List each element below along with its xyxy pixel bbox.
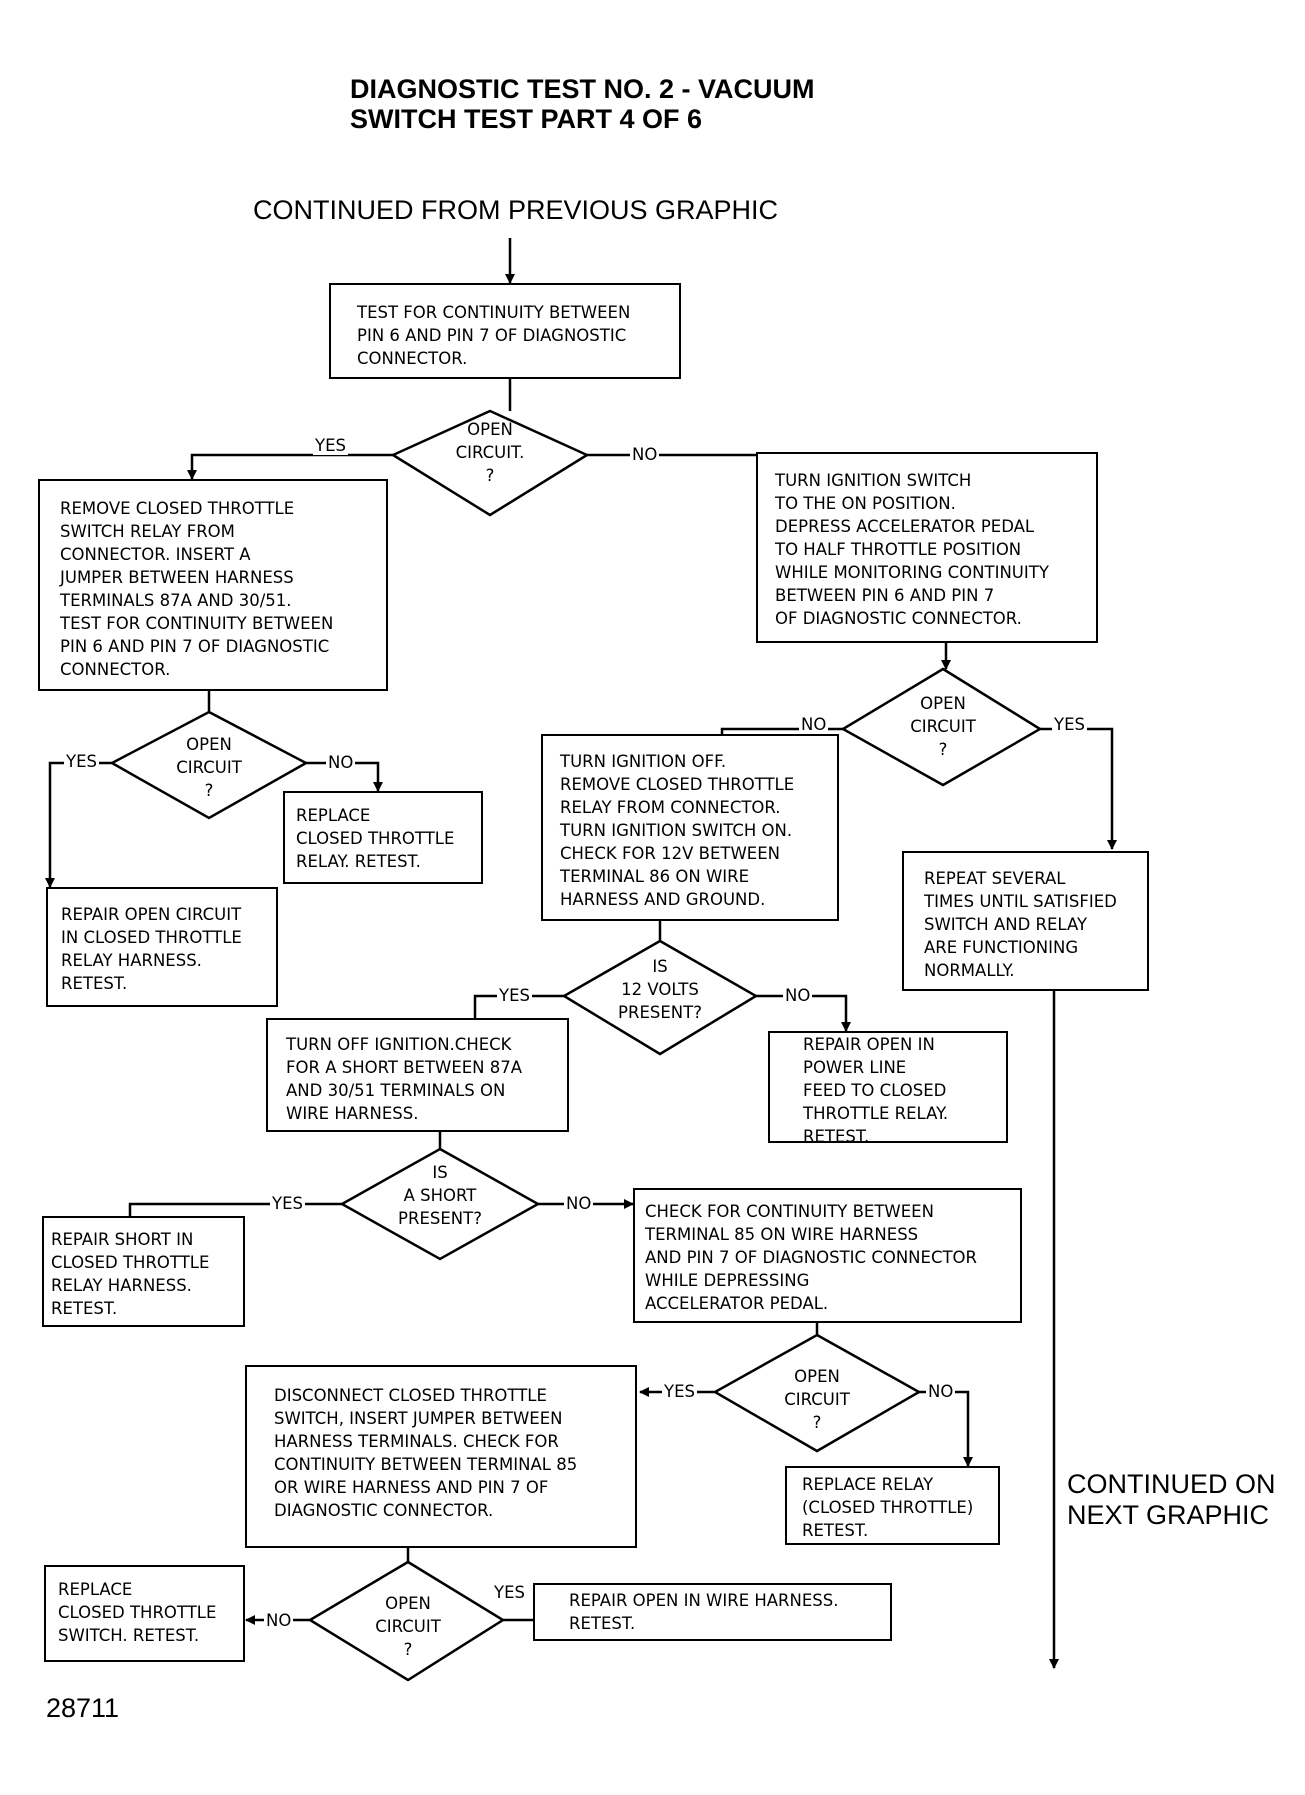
box-repair-wire-harness: REPAIR OPEN IN WIRE HARNESS. RETEST. bbox=[533, 1583, 892, 1641]
label-yes-d2: YES bbox=[1052, 715, 1087, 734]
box-repair-open-relay-harness: REPAIR OPEN CIRCUIT IN CLOSED THROTTLE R… bbox=[46, 887, 278, 1007]
box-replace-switch: REPLACE CLOSED THROTTLE SWITCH. RETEST. bbox=[44, 1565, 245, 1662]
decision-diamond-d7 bbox=[307, 1560, 506, 1682]
label-no-d2: NO bbox=[799, 715, 829, 734]
decision-text-d2: OPEN CIRCUIT ? bbox=[910, 694, 976, 759]
label-no-d3: NO bbox=[326, 753, 356, 772]
label-yes-d4: YES bbox=[497, 986, 532, 1005]
box-repair-power-line: REPAIR OPEN IN POWER LINE FEED TO CLOSED… bbox=[768, 1031, 1008, 1143]
decision-text-d5: IS A SHORT PRESENT? bbox=[398, 1163, 482, 1228]
box-repeat-several: REPEAT SEVERAL TIMES UNTIL SATISFIED SWI… bbox=[902, 851, 1149, 991]
box-check-short: TURN OFF IGNITION.CHECK FOR A SHORT BETW… bbox=[266, 1018, 569, 1132]
label-no-d7: NO bbox=[264, 1611, 294, 1630]
decision-diamond-d6 bbox=[712, 1333, 922, 1453]
label-no-d4: NO bbox=[783, 986, 813, 1005]
continued-from-caption: CONTINUED FROM PREVIOUS GRAPHIC bbox=[253, 195, 779, 225]
decision-text-d1: OPEN CIRCUIT. ? bbox=[455, 420, 525, 485]
label-yes-d3: YES bbox=[64, 752, 99, 771]
page-title-line-2: SWITCH TEST PART 4 OF 6 bbox=[350, 104, 703, 134]
box-check-12v: TURN IGNITION OFF. REMOVE CLOSED THROTTL… bbox=[541, 734, 839, 921]
label-no-d1: NO bbox=[630, 445, 660, 464]
box-replace-relay-retest: REPLACE CLOSED THROTTLE RELAY. RETEST. bbox=[283, 791, 483, 884]
decision-text-d7: OPEN CIRCUIT ? bbox=[375, 1594, 441, 1659]
box-remove-relay-jumper: REMOVE CLOSED THROTTLE SWITCH RELAY FROM… bbox=[38, 479, 388, 691]
decision-text-d6: OPEN CIRCUIT ? bbox=[784, 1367, 850, 1432]
flow-line-no bbox=[919, 1390, 973, 1467]
decision-diamond-d2 bbox=[840, 667, 1043, 787]
page-title-line-1: DIAGNOSTIC TEST NO. 2 - VACUUM bbox=[350, 74, 815, 104]
continued-on-caption: CONTINUED ON NEXT GRAPHIC bbox=[1067, 1469, 1276, 1530]
flow-line-yes bbox=[45, 761, 112, 888]
decision-diamond-d1 bbox=[390, 409, 590, 517]
flow-line-yes bbox=[1040, 727, 1117, 850]
decision-diamond-d4 bbox=[561, 939, 759, 1056]
box-test-pin6-pin7: TEST FOR CONTINUITY BETWEEN PIN 6 AND PI… bbox=[329, 283, 681, 379]
label-yes-d1: YES bbox=[313, 436, 348, 455]
box-check-terminal85: CHECK FOR CONTINUITY BETWEEN TERMINAL 85… bbox=[633, 1188, 1022, 1323]
figure-number: 28711 bbox=[46, 1693, 120, 1723]
flow-line-yes bbox=[128, 1202, 342, 1216]
label-no-d5: NO bbox=[564, 1194, 594, 1213]
decision-diamond-d3 bbox=[109, 710, 309, 820]
decision-text-d4: IS 12 VOLTS PRESENT? bbox=[618, 957, 702, 1022]
flow-line-yes bbox=[187, 453, 393, 480]
label-yes-d7: YES bbox=[492, 1583, 527, 1602]
label-yes-d5: YES bbox=[270, 1194, 305, 1213]
box-repair-short: REPAIR SHORT IN CLOSED THROTTLE RELAY HA… bbox=[42, 1216, 245, 1327]
label-no-d6: NO bbox=[926, 1382, 956, 1401]
box-turn-ignition-on: TURN IGNITION SWITCH TO THE ON POSITION.… bbox=[756, 452, 1098, 643]
box-replace-relay-closed: REPLACE RELAY (CLOSED THROTTLE) RETEST. bbox=[785, 1466, 1000, 1545]
label-yes-d6: YES bbox=[662, 1382, 697, 1401]
flow-line-yes bbox=[473, 994, 564, 1018]
decision-text-d3: OPEN CIRCUIT ? bbox=[176, 735, 242, 800]
decision-diamond-d5 bbox=[339, 1147, 541, 1261]
box-disconnect-switch: DISCONNECT CLOSED THROTTLE SWITCH, INSER… bbox=[245, 1365, 637, 1548]
